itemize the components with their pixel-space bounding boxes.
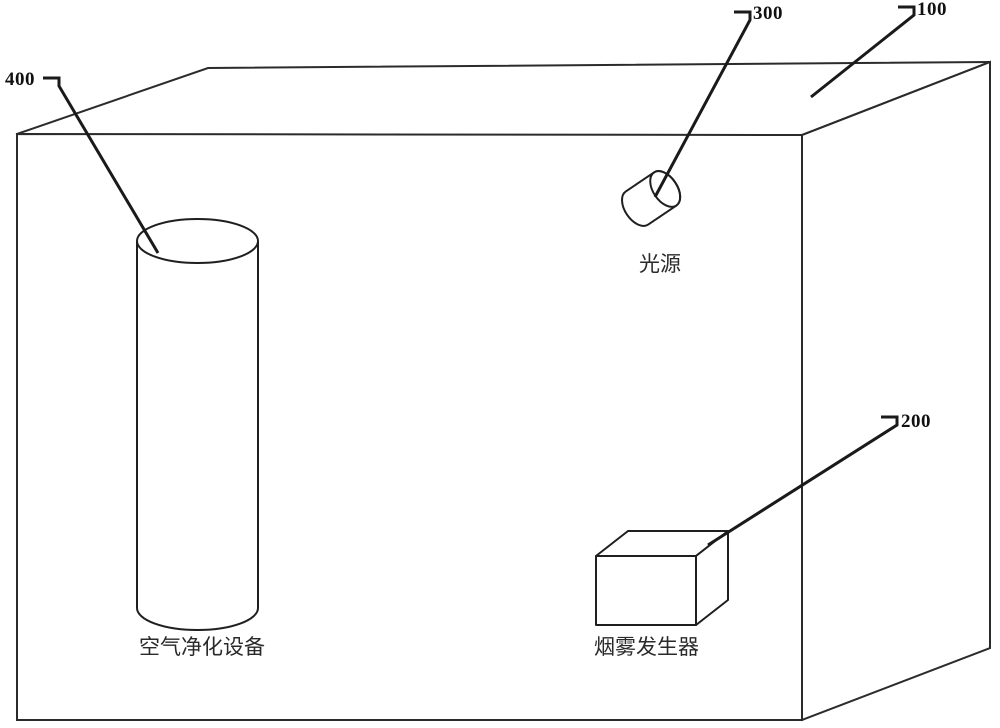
air-purifier-body xyxy=(136,218,259,631)
reference-numeral-400: 400 xyxy=(5,69,35,90)
chamber-enclosure xyxy=(15,60,991,722)
air-purifier-top-opening xyxy=(136,218,259,264)
air-purifier-shell xyxy=(136,240,259,631)
smoke-generator-caption: 烟雾发生器 xyxy=(594,635,699,659)
smoke-generator-front-face xyxy=(595,555,697,626)
reference-numeral-100: 100 xyxy=(917,0,947,20)
light-source-caption: 光源 xyxy=(639,252,681,276)
air-purifier-caption: 空气净化设备 xyxy=(139,635,265,659)
leader-line-400 xyxy=(43,76,160,254)
light-source-body xyxy=(621,170,682,227)
chamber-top-face xyxy=(15,61,991,137)
leader-line-100 xyxy=(810,5,916,99)
leader-line-200 xyxy=(707,415,899,547)
chamber-front-face xyxy=(16,132,803,721)
reference-numeral-300: 300 xyxy=(753,3,783,24)
chamber-right-face xyxy=(800,60,991,722)
leader-line-300 xyxy=(653,10,752,198)
reference-numeral-200: 200 xyxy=(901,411,931,432)
